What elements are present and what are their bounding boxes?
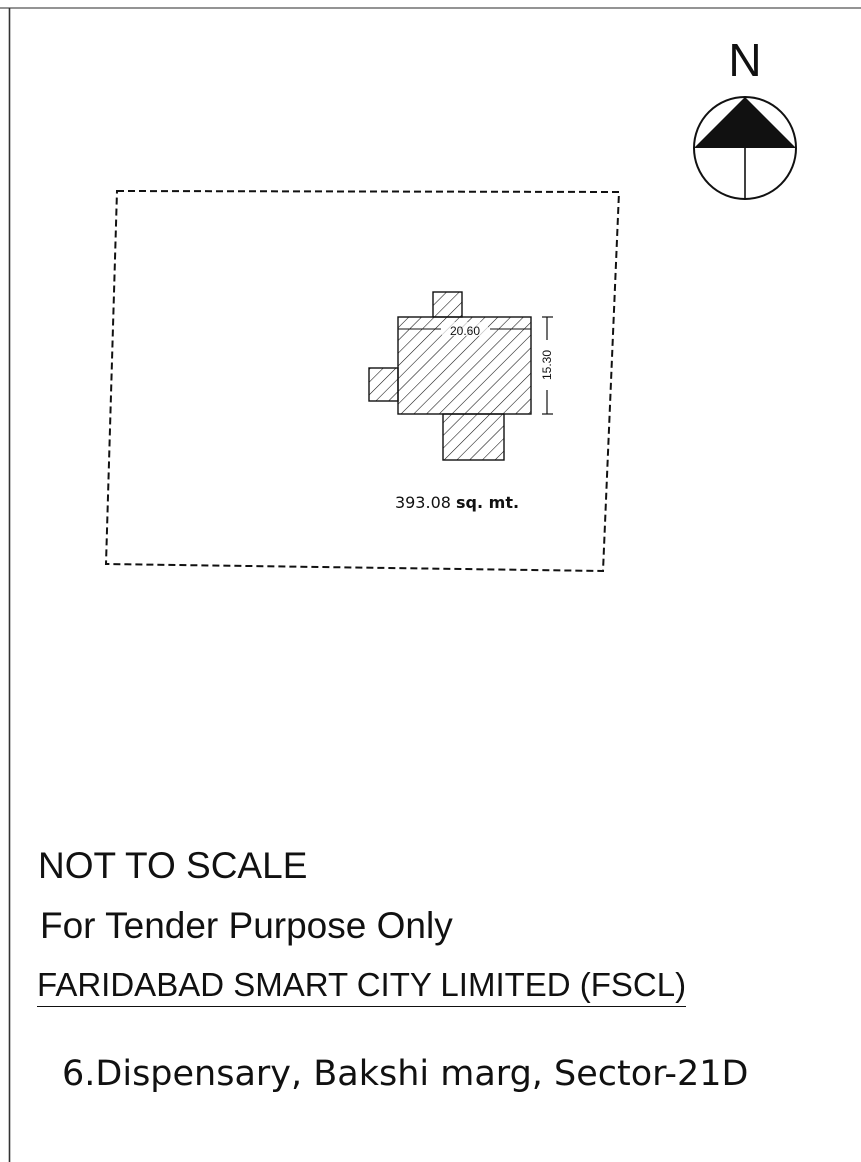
north-label: N bbox=[728, 34, 761, 86]
north-arrow: N bbox=[693, 34, 797, 200]
scale-note: NOT TO SCALE bbox=[38, 845, 308, 886]
depth-dimension-label: 15.30 bbox=[540, 350, 554, 380]
purpose-note: For Tender Purpose Only bbox=[40, 905, 453, 946]
building-footprint bbox=[368, 291, 532, 461]
area-value: 393.08 bbox=[395, 493, 451, 512]
area-unit: sq. mt. bbox=[456, 493, 519, 512]
area-label: 393.08 sq. mt. bbox=[395, 493, 519, 512]
building-south-projection bbox=[442, 413, 505, 461]
building-west-projection bbox=[368, 367, 399, 402]
organisation-name: FARIDABAD SMART CITY LIMITED (FSCL) bbox=[37, 966, 687, 1007]
site-name: 6.Dispensary, Bakshi marg, Sector-21D bbox=[62, 1054, 749, 1094]
building-north-projection bbox=[432, 291, 463, 318]
width-dimension-label: 20.60 bbox=[450, 324, 480, 338]
site-boundary bbox=[104, 189, 621, 573]
depth-dimension: 15.30 bbox=[540, 316, 554, 415]
north-arrow-head-icon bbox=[694, 97, 796, 148]
width-dimension: 20.60 bbox=[397, 322, 532, 338]
